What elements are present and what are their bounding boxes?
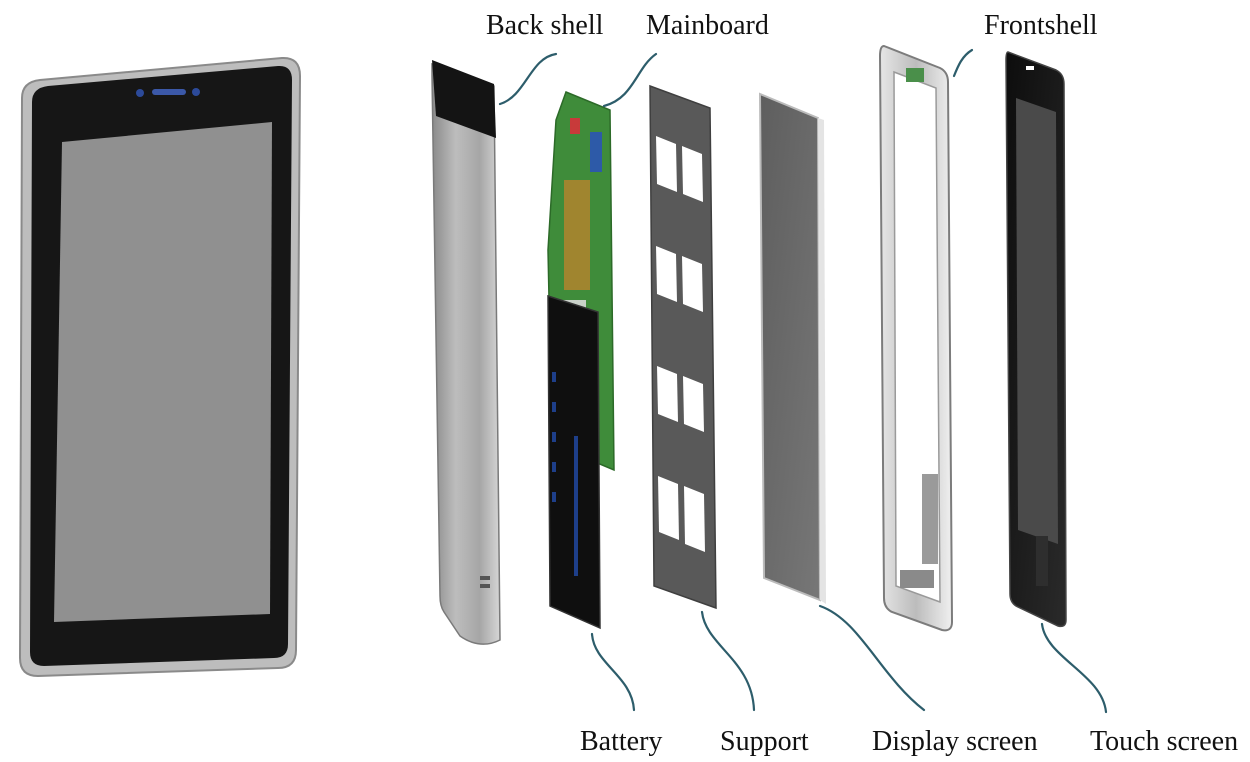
assembled-tablet: [18, 56, 302, 678]
label-touch-screen: Touch screen: [1090, 726, 1239, 757]
leader-line-mainboard: [602, 52, 658, 108]
leader-line-frontshell: [952, 48, 974, 78]
touch-screen-part: [1005, 51, 1067, 628]
support-part: [649, 84, 717, 610]
leader-line-touch: [1040, 622, 1108, 714]
leader-line-display: [818, 604, 926, 712]
leader-line-support: [700, 610, 756, 712]
leader-line-battery: [590, 632, 636, 712]
label-back-shell: Back shell: [486, 10, 604, 41]
back-shell-part: [431, 60, 501, 645]
leader-lines: [498, 48, 1108, 714]
label-mainboard: Mainboard: [646, 10, 769, 41]
label-display-screen: Display screen: [872, 726, 1038, 757]
frontshell-part: [878, 44, 954, 632]
label-frontshell: Frontshell: [984, 10, 1098, 41]
tablet-speaker-grille: [152, 89, 186, 95]
leader-line-back-shell: [498, 52, 558, 106]
label-battery: Battery: [580, 726, 663, 757]
display-screen-part: [758, 92, 826, 604]
tablet-camera-dot: [136, 89, 144, 97]
battery-part: [547, 294, 601, 630]
tablet-sensor-dot: [192, 88, 200, 96]
tablet-screen: [54, 122, 272, 622]
label-support: Support: [720, 726, 809, 757]
